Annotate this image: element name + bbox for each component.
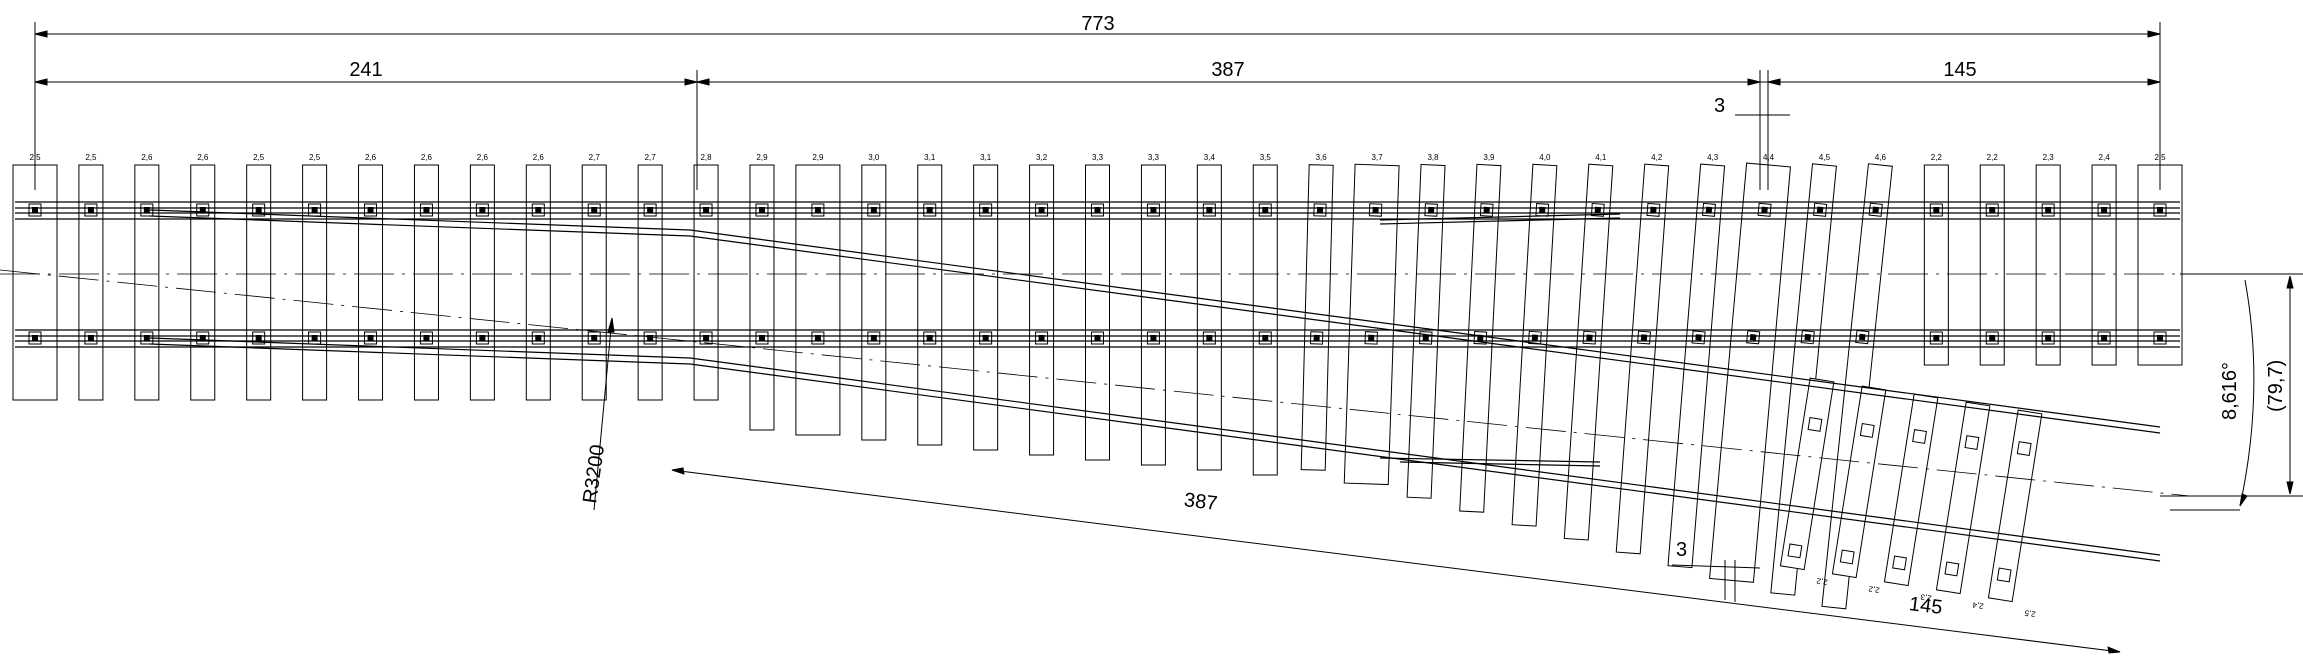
dim-left-label: 241 [349, 59, 382, 81]
sleeper [302, 164, 328, 401]
sleeper-label: 4,4 [1763, 153, 1775, 162]
sleeper [1300, 164, 1334, 471]
sleeper [1563, 163, 1614, 541]
dimension-layer [34, 22, 2303, 654]
sleeper-label: 2,2 [1987, 153, 1999, 162]
sleeper [637, 164, 663, 401]
sleeper-label: 2,2 [1931, 153, 1943, 162]
sleeper-label-layer: 2,5 2,5 2,6 2,6 2,5 2,5 2,6 2,6 2,6 2,6 2,7 2,7 2,8 2… [29, 153, 2166, 162]
diverging-sleeper-label: 2,2 [1815, 576, 1828, 587]
sleeper [1140, 164, 1166, 466]
diverging-sleeper-label: 2,3 [1919, 592, 1932, 603]
sleeper [581, 164, 607, 401]
sleeper [795, 164, 841, 436]
sleeper-label: 2,6 [141, 153, 153, 162]
dim-middle-label: 387 [1211, 59, 1244, 81]
sleeper-label: 3,4 [1204, 153, 1216, 162]
diverging-sleeper [1987, 409, 2043, 603]
sleeper-label: 3,2 [1036, 153, 1048, 162]
diverging-sleeper [1883, 393, 1939, 587]
sleeper-label: 2,9 [812, 153, 824, 162]
sleeper-label: 2,3 [2043, 153, 2055, 162]
sleeper-label: 4,6 [1875, 153, 1887, 162]
sleeper-label: 3,7 [1372, 153, 1384, 162]
sleeper-label: 3,1 [980, 153, 992, 162]
sleeper-label: 4,2 [1651, 153, 1663, 162]
radius-label: R3200 [579, 443, 609, 504]
sleeper [917, 164, 943, 446]
sleeper [1406, 163, 1446, 499]
dim-right-label: 145 [1943, 59, 1976, 81]
sleeper [2035, 164, 2061, 366]
sleeper-label: 2,5 [309, 153, 321, 162]
sleeper [246, 164, 272, 401]
sleeper [358, 164, 384, 401]
sleeper-label: 2,5 [85, 153, 97, 162]
sleeper [1615, 163, 1670, 555]
sleeper [190, 164, 216, 401]
sleeper-label: 2,7 [589, 153, 601, 162]
sleeper-label: 2,6 [197, 153, 209, 162]
sleeper-label: 4,1 [1595, 153, 1607, 162]
sleeper [861, 164, 887, 441]
sleeper-label: 3,5 [1260, 153, 1272, 162]
sleeper [1252, 164, 1278, 476]
dim-gap-bottom-label: 3 [1676, 539, 1687, 561]
diverging-sleeper [1831, 385, 1887, 579]
diverging-sleeper [1779, 377, 1835, 571]
sleeper [525, 164, 551, 401]
dim-diverge-middle-label: 387 [1183, 489, 1219, 515]
sleeper-label: 2,5 [253, 153, 265, 162]
sleeper-label: 2,7 [645, 153, 657, 162]
sleeper [1196, 164, 1222, 471]
centerline-layer [0, 269, 2303, 497]
diverging-sleeper-label: 2,4 [1971, 600, 1984, 611]
sleeper-label: 3,1 [924, 153, 936, 162]
sleeper [1979, 164, 2005, 366]
dim-diverge-right-label: 145 [1908, 593, 1944, 619]
sleeper-label: 2,6 [365, 153, 377, 162]
sleeper-label: 2,6 [533, 153, 545, 162]
sleeper [2137, 164, 2183, 366]
sleeper-label: 3,3 [1148, 153, 1160, 162]
diverging-sleeper-label: 2,5 [2023, 608, 2036, 619]
dim-total-label: 773 [1081, 13, 1114, 35]
diverging-label-layer: 2,2 2,2 2,3 2,4 2,5 [1815, 576, 2036, 619]
sleeper-label: 4,5 [1819, 153, 1831, 162]
sleeper [1923, 164, 1949, 366]
sleeper-label: 2,4 [2099, 153, 2111, 162]
sleeper [2091, 164, 2117, 366]
sleeper [749, 164, 775, 431]
sleeper-label: 2,8 [700, 153, 712, 162]
dim-gap-top-label: 3 [1714, 95, 1725, 117]
sleeper [1459, 163, 1502, 513]
sleeper [1343, 163, 1400, 486]
sleeper [12, 164, 58, 401]
sleeper-label: 3,9 [1483, 153, 1495, 162]
offset-label: (79,7) [2265, 360, 2287, 412]
diverging-sleeper [1935, 401, 1991, 595]
sleeper-label: 2,5 [29, 153, 41, 162]
rail-layer [15, 201, 2180, 562]
sleeper [134, 164, 160, 401]
sleeper [1511, 163, 1558, 527]
sleeper [413, 164, 439, 401]
sleeper-label: 3,8 [1427, 153, 1439, 162]
diverging-sleeper-layer [1779, 377, 2043, 603]
sleeper-label: 2,6 [477, 153, 489, 162]
sleeper-label: 2,9 [756, 153, 768, 162]
sleeper [469, 164, 495, 401]
sleeper-label: 3,6 [1316, 153, 1328, 162]
sleeper-label: 3,0 [868, 153, 880, 162]
angle-label: 8,616° [2219, 362, 2241, 420]
sleeper-label: 4,3 [1707, 153, 1719, 162]
sleeper [78, 164, 104, 401]
diverging-sleeper-label: 2,2 [1867, 584, 1880, 595]
sleeper-label: 4,0 [1539, 153, 1551, 162]
sleeper-label: 3,3 [1092, 153, 1104, 162]
sleeper-label: 2,6 [421, 153, 433, 162]
sleeper [1085, 164, 1110, 461]
sleeper-label: 2,5 [2154, 153, 2166, 162]
